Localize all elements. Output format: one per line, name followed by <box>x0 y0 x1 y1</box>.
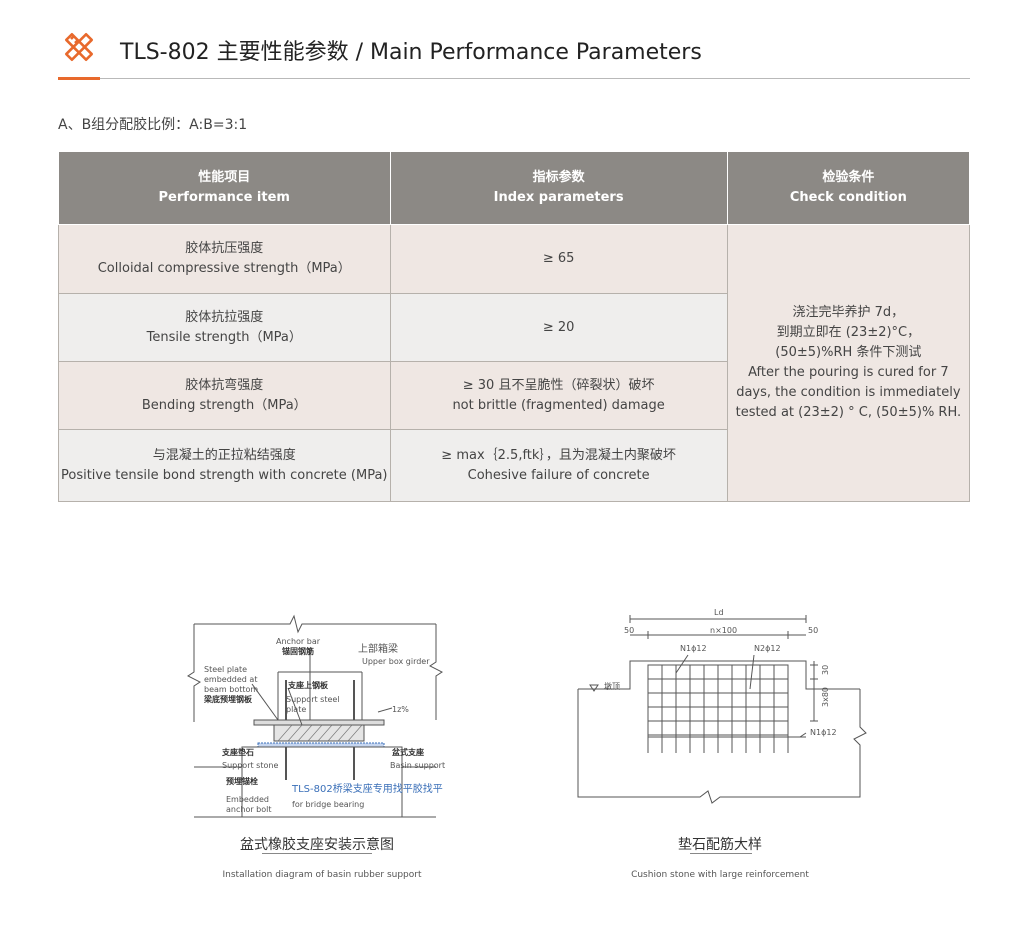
column-header-item: 性能项目 Performance item <box>58 151 391 225</box>
item-en: Positive tensile bond strength with conc… <box>61 467 388 483</box>
label-support-plate-en-2: plate <box>286 705 306 714</box>
header-divider <box>58 78 970 79</box>
label-anchor-bolt-cn: 预埋锚栓 <box>226 776 258 786</box>
header-cn: 性能项目 <box>198 170 251 185</box>
item-cell: 胶体抗拉强度 Tensile strength（MPa） <box>58 293 391 362</box>
item-cell: 与混凝土的正拉粘结强度 Positive tensile bond streng… <box>58 429 391 502</box>
label-pier-top: 墩顶 <box>604 681 620 691</box>
condition-line: After the pouring is cured for 7 days, t… <box>735 365 962 420</box>
figure-right-caption-en: Cushion stone with large reinforcement <box>631 870 809 880</box>
condition-line: 浇注完毕养护 7d， <box>792 305 905 320</box>
index-cell: ≥ max｛2.5,ftk｝，且为混凝土内聚破坏 Cohesive failur… <box>389 429 728 502</box>
label-n2-top: N2ϕ12 <box>754 644 781 653</box>
index-value: ≥ 30 且不呈脆性（碎裂状）破坏 <box>462 377 655 393</box>
table-row: 与混凝土的正拉粘结强度 Positive tensile bond streng… <box>58 429 970 502</box>
dim-50-left: 50 <box>624 626 634 635</box>
item-cn: 胶体抗弯强度 <box>185 377 264 393</box>
label-upper-girder-en: Upper box girder <box>362 657 430 666</box>
figure-left-caption-cn: 盆式橡胶支座安装示意图 <box>240 837 394 853</box>
label-anchor-bar-cn: 锚固钢筋 <box>282 646 314 656</box>
index-cell: ≥ 65 <box>389 224 728 294</box>
condition-line: (50±5)%RH 条件下测试 <box>775 345 922 360</box>
dim-50-right: 50 <box>808 626 818 635</box>
label-basin-support-en: Basin support <box>390 761 445 770</box>
index-value-en: Cohesive failure of concrete <box>467 467 650 483</box>
header-accent-bar <box>58 77 100 80</box>
table-header-row: 性能项目 Performance item 指标参数 Index paramet… <box>58 151 971 225</box>
index-value: ≥ 65 <box>542 251 575 266</box>
condition-cell: 浇注完毕养护 7d， 到期立即在 (23±2)°C， (50±5)%RH 条件下… <box>726 224 971 502</box>
label-n1-top: N1ϕ12 <box>680 644 707 653</box>
item-cell: 胶体抗压强度 Colloidal compressive strength（MP… <box>58 224 391 294</box>
header-cn: 检验条件 <box>822 170 875 185</box>
index-value: ≥ max｛2.5,ftk｝，且为混凝土内聚破坏 <box>441 447 676 463</box>
label-support-plate-en-1: Support steel <box>286 695 340 704</box>
label-steel-plate-cn: 梁底预埋钢板 <box>203 694 253 704</box>
label-upper-girder-cn: 上部箱梁 <box>358 642 398 655</box>
label-product-en: for bridge bearing <box>292 800 364 809</box>
header-cn: 指标参数 <box>532 170 585 185</box>
index-value-en: not brittle (fragmented) damage <box>452 397 665 413</box>
reinforcement-diagram: Ld 50 n×100 50 N1ϕ12 N2ϕ12 30 3x80 墩顶 N1… <box>577 608 867 804</box>
caption-underline <box>690 853 752 854</box>
index-cell: ≥ 20 <box>389 293 728 362</box>
label-product: TLS-802桥梁支座专用找平胶找平 <box>291 782 443 795</box>
column-header-index: 指标参数 Index parameters <box>389 151 728 225</box>
condition-line: 到期立即在 (23±2)°C， <box>776 325 921 340</box>
header-en: Performance item <box>158 190 290 205</box>
item-cn: 与混凝土的正拉粘结强度 <box>152 447 296 463</box>
installation-diagram: Anchor bar 锚固钢筋 上部箱梁 Upper box girder St… <box>187 614 445 818</box>
mix-ratio-text: A、B组分配胶比例：A:B=3:1 <box>58 117 248 133</box>
table-row: 胶体抗拉强度 Tensile strength（MPa） ≥ 20 <box>58 293 970 362</box>
item-cn: 胶体抗拉强度 <box>185 309 264 325</box>
page-title: TLS-802 主要性能参数 / Main Performance Parame… <box>120 40 702 65</box>
figure-right-caption-cn: 垫石配筋大样 <box>678 837 762 853</box>
dim-30: 30 <box>821 665 830 675</box>
label-steel-plate-1: Steel plate <box>204 665 247 674</box>
label-anchor-bolt-en-2: anchor bolt <box>226 805 272 814</box>
header-en: Check condition <box>789 190 907 205</box>
header-en: Index parameters <box>493 190 624 205</box>
label-anchor-bolt-en-1: Embedded <box>226 795 269 804</box>
column-header-condition: 检验条件 Check condition <box>726 151 971 225</box>
label-support-plate-cn: 支座上钢板 <box>287 680 329 690</box>
label-slope: 1z% <box>392 705 409 714</box>
caption-underline <box>262 853 372 854</box>
figure-left-caption-en: Installation diagram of basin rubber sup… <box>222 870 422 880</box>
label-support-stone-en: Support stone <box>222 761 278 770</box>
dim-ld: Ld <box>714 608 724 617</box>
label-steel-plate-2: embedded at <box>204 675 257 684</box>
dim-3x80: 3x80 <box>821 687 830 707</box>
index-cell: ≥ 30 且不呈脆性（碎裂状）破坏 not brittle (fragmente… <box>389 361 728 430</box>
dim-n100: n×100 <box>710 626 737 635</box>
performance-table: 性能项目 Performance item 指标参数 Index paramet… <box>58 151 971 502</box>
label-support-stone-cn: 支座垫石 <box>221 747 254 757</box>
label-n1-right: N1ϕ12 <box>810 728 837 737</box>
label-steel-plate-3: beam bottom <box>204 685 258 694</box>
item-en: Colloidal compressive strength（MPa） <box>97 261 351 276</box>
index-value: ≥ 20 <box>542 319 575 335</box>
label-anchor-bar-en: Anchor bar <box>276 637 321 646</box>
item-en: Bending strength（MPa） <box>141 397 307 413</box>
section-header: TLS-802 主要性能参数 / Main Performance Parame… <box>58 26 970 82</box>
item-cn: 胶体抗压强度 <box>185 241 264 256</box>
table-row: 胶体抗压强度 Colloidal compressive strength（MP… <box>58 224 971 502</box>
item-en: Tensile strength（MPa） <box>146 329 302 345</box>
label-basin-support-cn: 盆式支座 <box>391 747 424 757</box>
item-cell: 胶体抗弯强度 Bending strength（MPa） <box>58 361 391 430</box>
ruler-pencil-icon <box>64 32 94 62</box>
